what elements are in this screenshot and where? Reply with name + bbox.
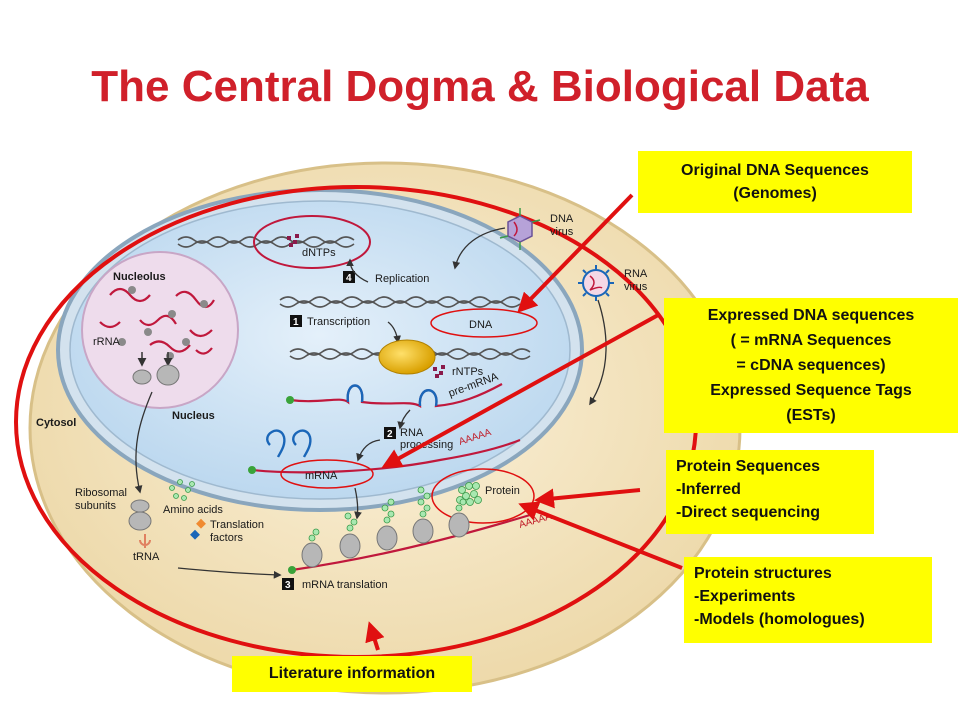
rna-virus-label-line1: RNA: [624, 268, 648, 280]
callout-protein-structures-line2: -Experiments: [694, 588, 796, 605]
callout-protein-sequences-line1: Protein Sequences: [676, 458, 821, 475]
nucleus-label: Nucleus: [172, 410, 215, 422]
dntps-label: dNTPs: [302, 247, 336, 259]
nucleolus-body: [81, 251, 239, 409]
transcription-label: Transcription: [307, 316, 370, 328]
ribosomal-subunits-label-line2: subunits: [75, 500, 116, 512]
nascent-polypeptides: [308, 486, 467, 542]
ribosome-subunits-cytosol: [128, 499, 152, 531]
trna-shape: [139, 534, 151, 548]
callout-expressed-dna-line2: ( = mRNA Sequences: [730, 332, 892, 349]
callout-expressed-dna-line3: = cDNA sequences): [736, 357, 886, 374]
dna-virus-icon: [499, 208, 541, 250]
callout-original-dna-line2: (Genomes): [733, 185, 817, 202]
step-2-number: 2: [387, 429, 393, 440]
rna-virus-icon: [578, 265, 614, 301]
arrow-to-literature: [365, 621, 385, 651]
mrna-highlight-circle: [280, 459, 374, 489]
rntp-dots: [433, 365, 445, 378]
callout-expressed-dna: Expressed DNA sequences ( = mRNA Sequenc…: [664, 298, 958, 433]
rntps-label: rNTPs: [452, 366, 484, 378]
rrna-label: rRNA: [93, 336, 121, 348]
arrow-to-protein-sequences: [534, 488, 641, 509]
callout-original-dna-line1: Original DNA Sequences: [681, 162, 869, 179]
protein-label: Protein: [485, 485, 520, 497]
rna-polymerase: [378, 339, 436, 375]
callout-protein-sequences-line3: -Direct sequencing: [676, 504, 821, 521]
arrow-to-dna: [517, 193, 634, 313]
translation-factors-label-line1: Translation: [210, 519, 264, 531]
arrow-to-protein-structures: [518, 501, 683, 570]
callout-protein-structures: Protein structures -Experiments -Models …: [684, 557, 932, 643]
translation-factors-label-line2: factors: [210, 532, 244, 544]
mrna-translation-label: mRNA translation: [302, 579, 388, 591]
rrna-spheres: [118, 286, 208, 360]
dna-virus-label-line2: virus: [550, 226, 574, 238]
nucleolus-label: Nucleolus: [113, 271, 166, 283]
amino-acids-label: Amino acids: [163, 504, 223, 516]
dna-label: DNA: [469, 319, 493, 331]
arrow-to-mrna: [381, 312, 661, 468]
step-1-number: 1: [293, 317, 299, 328]
callout-expressed-dna-line4: Expressed Sequence Tags: [710, 382, 912, 399]
step-3-number: 3: [285, 580, 291, 591]
callout-protein-structures-line3: -Models (homologues): [694, 611, 865, 628]
callout-protein-structures-line1: Protein structures: [694, 565, 832, 582]
spliced-introns: [266, 429, 312, 458]
rna-processing-label-line1: RNA: [400, 427, 424, 439]
mrna-label: mRNA: [305, 470, 338, 482]
amino-acid-dots: [169, 479, 195, 501]
rrna-strands: [99, 287, 215, 355]
dntp-dots: [287, 234, 299, 247]
mrna-strand: [251, 438, 521, 474]
dna-highlight-circle: [430, 308, 538, 338]
callout-literature-line1: Literature information: [268, 665, 436, 682]
protein-highlight-circle: [431, 468, 535, 524]
cytosol-label: Cytosol: [36, 417, 76, 429]
translation-mrna-strand: [291, 513, 531, 572]
rna-virus-label-line2: virus: [624, 281, 648, 293]
page-title: The Central Dogma & Biological Data: [91, 62, 869, 111]
callout-protein-sequences: Protein Sequences -Inferred -Direct sequ…: [666, 450, 874, 534]
replication-bubble: [253, 215, 371, 269]
translating-ribosomes: [301, 512, 470, 568]
ribosome-subunits-nucleolus: [132, 364, 180, 386]
callout-expressed-dna-line1: Expressed DNA sequences: [707, 307, 915, 324]
callout-protein-sequences-line2: -Inferred: [676, 481, 741, 498]
replication-label: Replication: [375, 273, 429, 285]
dna-virus-label-line1: DNA: [550, 213, 574, 225]
callout-original-dna: Original DNA Sequences (Genomes): [638, 151, 912, 213]
callout-expressed-dna-line5: (ESTs): [786, 407, 836, 424]
step-4-number: 4: [346, 273, 352, 284]
callout-literature: Literature information: [232, 656, 472, 692]
ribosomal-subunits-label-line1: Ribosomal: [75, 487, 127, 499]
trna-label: tRNA: [133, 551, 160, 563]
